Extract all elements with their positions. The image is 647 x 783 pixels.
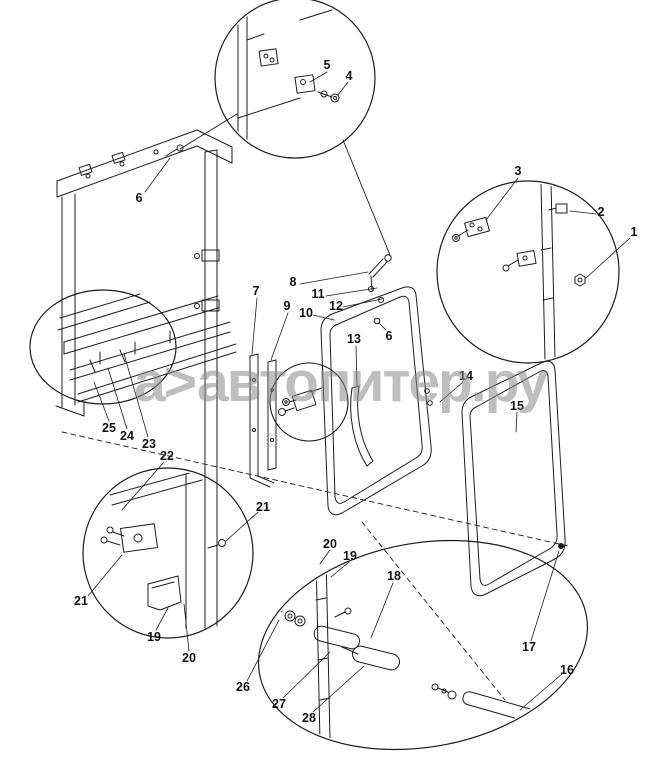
callout-18: 18 bbox=[387, 569, 401, 583]
callout-7: 7 bbox=[253, 284, 260, 298]
callout-12: 12 bbox=[329, 299, 343, 313]
detail-circle-middle bbox=[269, 362, 349, 442]
construction-lines bbox=[61, 113, 569, 701]
callout-5: 5 bbox=[324, 58, 331, 72]
callout-15: 15 bbox=[510, 399, 524, 413]
callout-4: 4 bbox=[346, 69, 353, 83]
door-glass bbox=[461, 360, 566, 597]
callout-10: 10 bbox=[299, 306, 313, 320]
cab-frame bbox=[55, 129, 237, 629]
detail-circle-right bbox=[436, 180, 620, 364]
callout-1: 1 bbox=[631, 225, 638, 239]
callout-6a: 6 bbox=[136, 191, 143, 205]
callout-11: 11 bbox=[311, 287, 324, 301]
callout-2: 2 bbox=[598, 205, 605, 219]
callout-21b: 21 bbox=[74, 594, 88, 608]
callout-25: 25 bbox=[102, 421, 116, 435]
callout-8: 8 bbox=[290, 275, 297, 289]
callout-23: 23 bbox=[142, 437, 156, 451]
callout-22: 22 bbox=[160, 449, 174, 463]
callout-13: 13 bbox=[347, 332, 361, 346]
detail-ellipse-bottomright bbox=[257, 539, 589, 751]
callout-21a: 21 bbox=[256, 500, 270, 514]
callout-19a: 19 bbox=[147, 630, 161, 644]
callout-26: 26 bbox=[236, 680, 250, 694]
pillar-channels bbox=[249, 353, 277, 488]
door-frame bbox=[320, 254, 433, 516]
callout-20b: 20 bbox=[323, 537, 337, 551]
callout-17: 17 bbox=[522, 640, 536, 654]
callout-9: 9 bbox=[284, 299, 291, 313]
leader-lines bbox=[87, 71, 631, 713]
callout-14: 14 bbox=[459, 369, 473, 383]
detail-ellipse-left bbox=[29, 289, 177, 405]
callout-27: 27 bbox=[272, 697, 286, 711]
callout-6b: 6 bbox=[386, 329, 393, 343]
callout-16: 16 bbox=[560, 663, 574, 677]
detail-circle-top bbox=[214, 0, 376, 159]
callout-24: 24 bbox=[120, 429, 134, 443]
callout-labels: 5 4 6 3 2 1 8 11 12 10 7 9 6 13 14 15 25… bbox=[74, 58, 637, 725]
callout-28: 28 bbox=[302, 711, 316, 725]
callout-19b: 19 bbox=[343, 549, 357, 563]
callout-3: 3 bbox=[515, 164, 522, 178]
callout-20a: 20 bbox=[182, 651, 196, 665]
detail-circle-bottomleft bbox=[82, 467, 254, 639]
